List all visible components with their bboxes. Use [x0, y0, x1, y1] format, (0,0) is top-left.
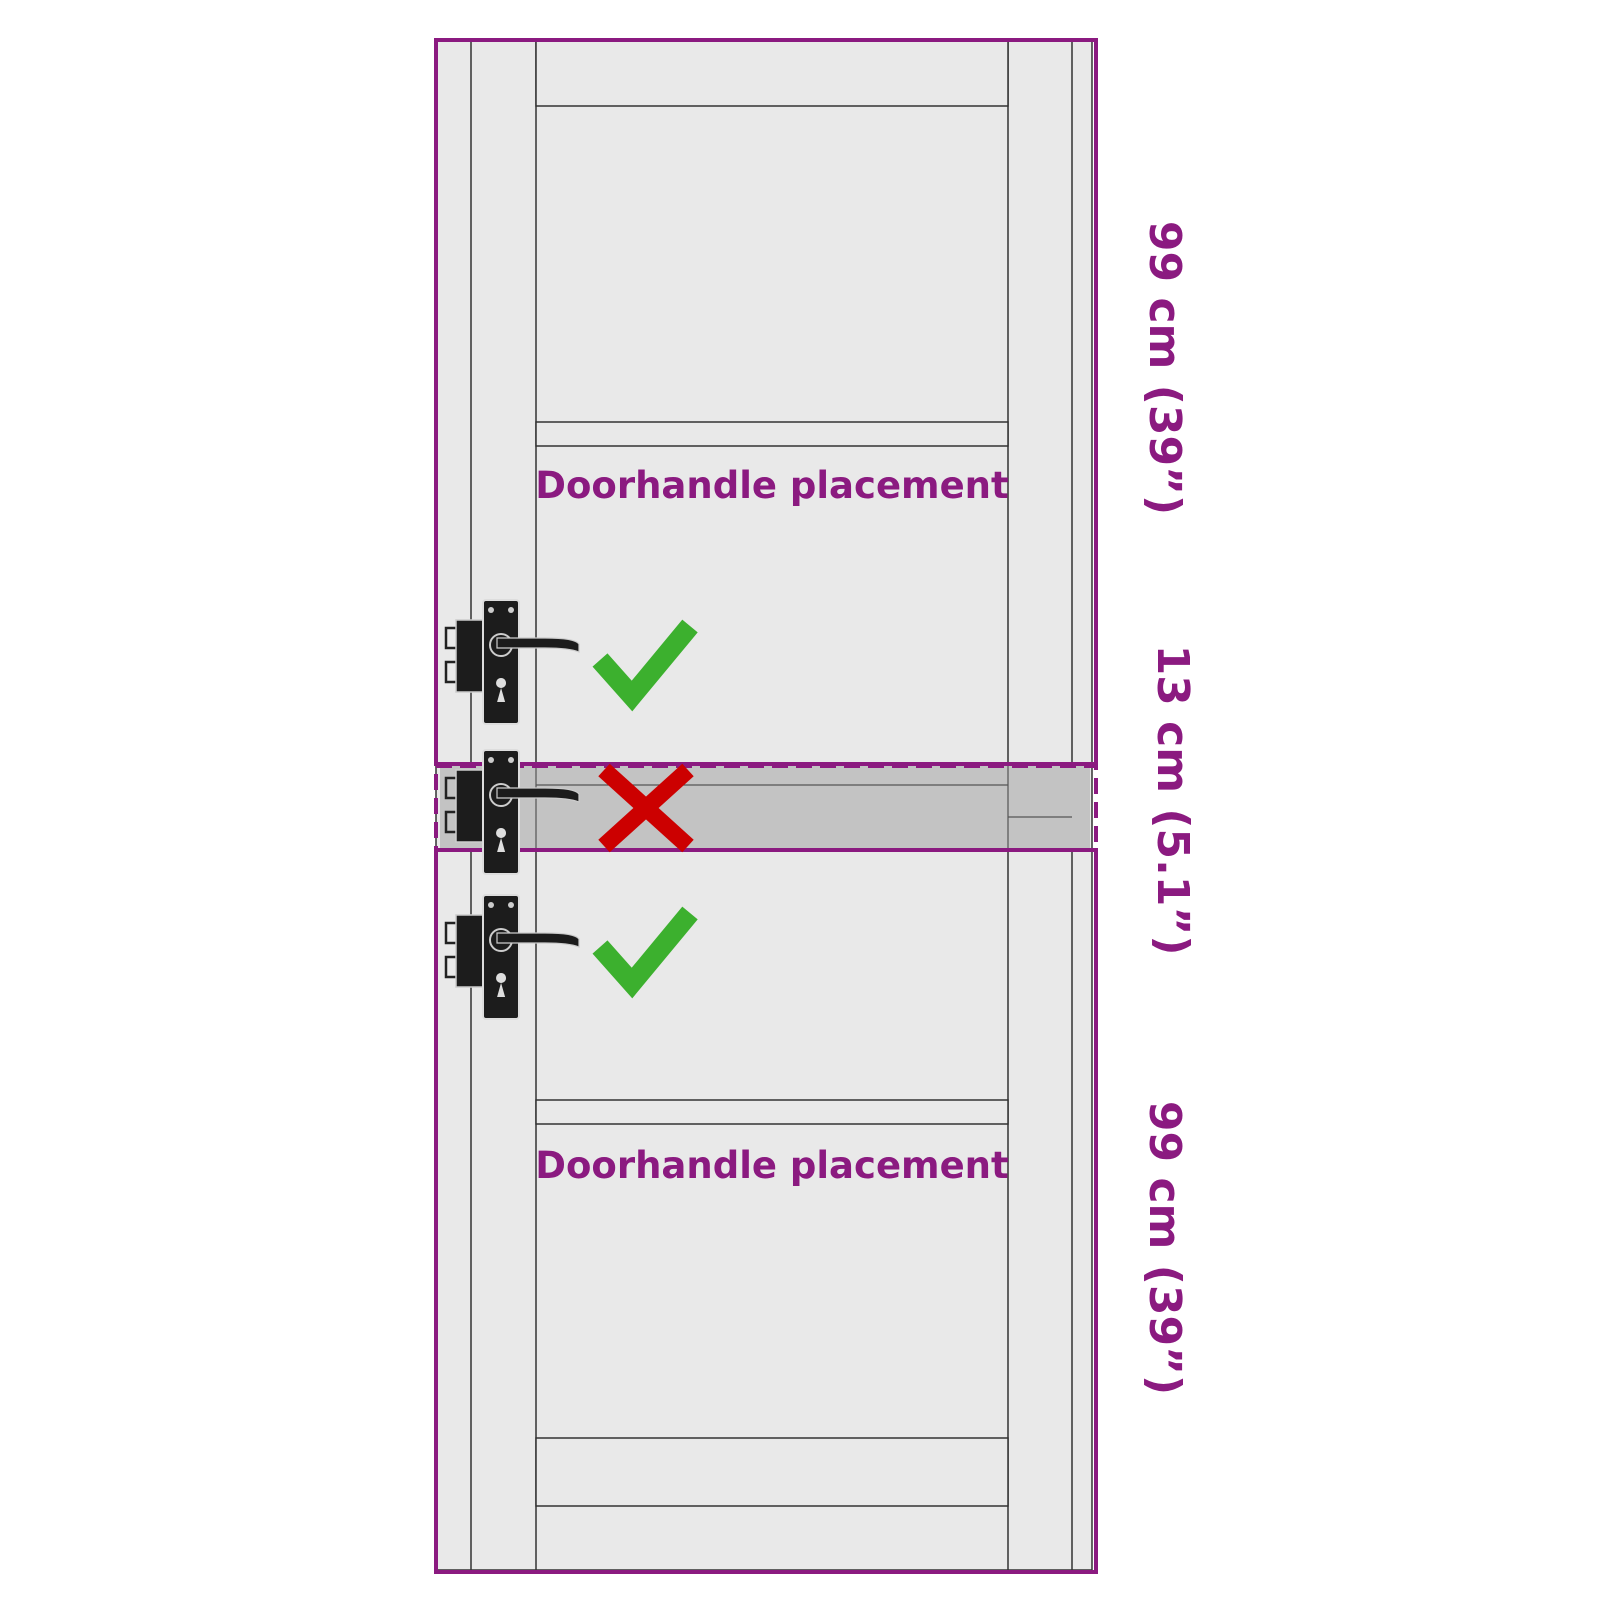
keyhole-icon — [496, 973, 507, 997]
lock-body — [455, 914, 487, 988]
lock-body — [455, 769, 487, 843]
handle-backplate — [482, 894, 520, 1020]
top-placement-zone — [434, 38, 1098, 766]
door-upper-middle-rail — [535, 421, 1009, 447]
latch-icon — [444, 776, 458, 834]
bottom-zone-label: Doorhandle placement — [535, 1144, 1008, 1187]
middle-dimension-label: 13 cm (5.1”) — [1147, 645, 1198, 956]
forbidden-zone-band — [440, 766, 1090, 848]
lever-icon — [496, 637, 580, 653]
lever-icon — [496, 932, 580, 948]
check-icon — [592, 906, 698, 999]
door-lower-middle-rail — [535, 1099, 1009, 1125]
lever-icon — [496, 787, 580, 803]
door-handle-lower — [444, 894, 580, 1020]
top-zone-label: Doorhandle placement — [535, 464, 1008, 507]
bottom-placement-zone — [434, 848, 1098, 1574]
keyhole-icon — [496, 678, 507, 702]
latch-icon — [444, 626, 458, 684]
latch-icon — [444, 921, 458, 979]
cross-icon — [598, 763, 694, 853]
door-bottom-rail — [535, 1437, 1009, 1507]
keyhole-icon — [496, 828, 507, 852]
bottom-dimension-label: 99 cm (39”) — [1139, 1101, 1190, 1395]
door-handle-upper — [444, 599, 580, 725]
handle-backplate — [482, 599, 520, 725]
handle-backplate — [482, 749, 520, 875]
check-icon — [592, 619, 698, 712]
top-dimension-label: 99 cm (39”) — [1139, 221, 1190, 515]
door-handle-middle — [444, 749, 580, 875]
door-top-rail — [535, 39, 1009, 107]
forbidden-zone-outline — [434, 764, 1098, 852]
lock-body — [455, 619, 487, 693]
